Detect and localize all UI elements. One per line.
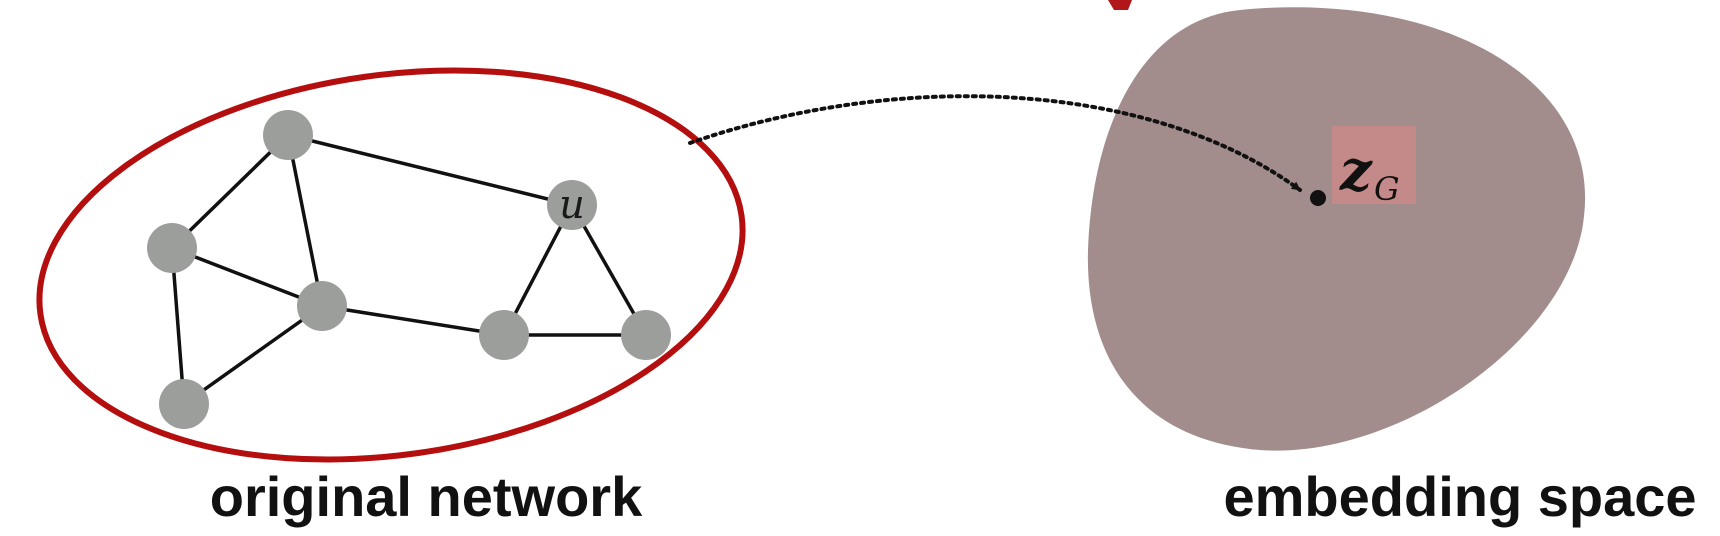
graph-node-u bbox=[547, 180, 597, 230]
edge-a-u bbox=[286, 133, 574, 207]
graph-node bbox=[263, 110, 313, 160]
edge-c-e bbox=[320, 304, 506, 337]
cropped-heading-glyph bbox=[1108, 0, 1132, 10]
edge-a-b bbox=[170, 133, 290, 250]
embedding-label: z bbox=[1339, 138, 1373, 204]
embedding-highlight-box bbox=[1332, 126, 1416, 204]
edge-b-d bbox=[170, 246, 186, 406]
graph-node bbox=[297, 281, 347, 331]
mapping-arrow bbox=[688, 94, 1302, 192]
embedding-point bbox=[1310, 190, 1326, 206]
embedding-subscript: G bbox=[1374, 170, 1400, 208]
node-label-u: u bbox=[559, 182, 585, 228]
embedding-space-caption: embedding space bbox=[1223, 465, 1696, 528]
embedding-space-blob bbox=[1087, 7, 1586, 451]
edge-c-d bbox=[182, 304, 324, 406]
graph-node bbox=[159, 379, 209, 429]
graph-node bbox=[479, 310, 529, 360]
edge-a-c bbox=[286, 133, 324, 308]
graph-node bbox=[621, 310, 671, 360]
original-network-caption: original network bbox=[210, 465, 643, 528]
edge-b-c bbox=[170, 246, 324, 308]
graph-boundary-ellipse bbox=[36, 67, 746, 463]
graph-edges bbox=[170, 133, 648, 406]
graph-node bbox=[147, 223, 197, 273]
graph-nodes bbox=[147, 110, 671, 429]
